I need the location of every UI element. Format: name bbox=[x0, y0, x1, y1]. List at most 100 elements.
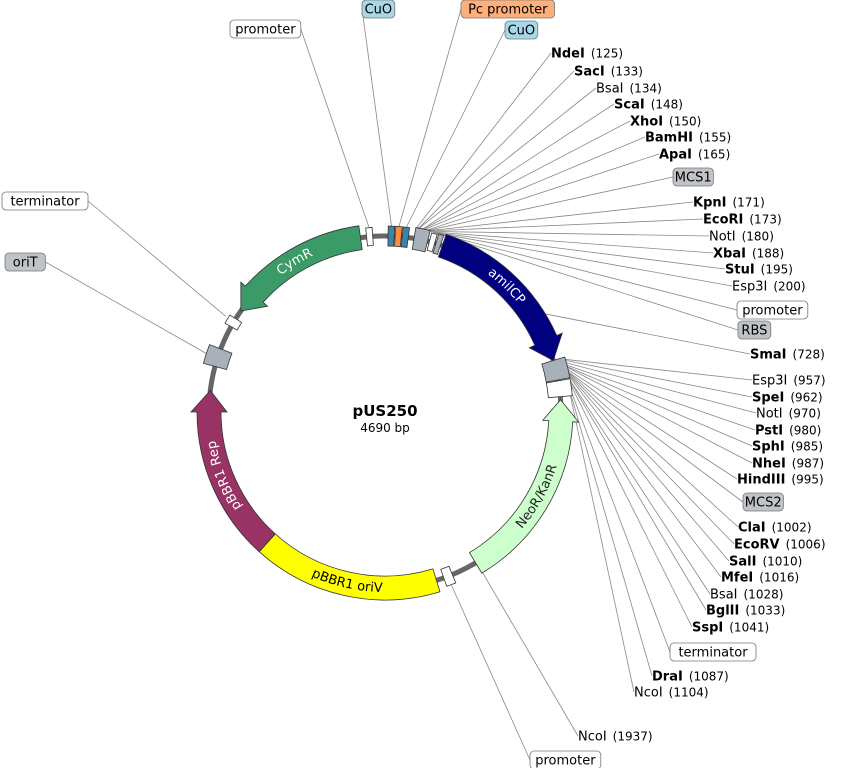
site-position: (180) bbox=[742, 230, 774, 244]
cuo-feature-2 bbox=[400, 226, 411, 248]
leader-line bbox=[569, 394, 635, 693]
site-name: NotI bbox=[756, 407, 783, 422]
label-sspi: SspI(1041) bbox=[692, 621, 769, 636]
site-label: Esp3I(957) bbox=[752, 374, 826, 389]
leader-line bbox=[434, 232, 738, 311]
label-esp3i: Esp3I(957) bbox=[752, 374, 826, 389]
leader-line bbox=[398, 8, 462, 227]
label-ncoi: NcoI(1937) bbox=[578, 730, 653, 745]
label-cuo: CuO bbox=[504, 20, 539, 40]
site-position: (1006) bbox=[786, 538, 826, 552]
site-label: NcoI(1937) bbox=[578, 730, 653, 745]
site-label: KpnI(171) bbox=[693, 196, 765, 211]
site-position: (1087) bbox=[689, 670, 729, 684]
label-box bbox=[229, 19, 302, 39]
rbs-feature bbox=[432, 233, 445, 255]
site-label: SspI(1041) bbox=[692, 621, 769, 636]
site-name: ScaI bbox=[614, 98, 645, 113]
site-label: Esp3I (200) bbox=[732, 280, 806, 295]
label-saci: SacI(133) bbox=[574, 65, 643, 80]
label-noti: NotI(970) bbox=[756, 407, 821, 422]
label-text: terminator bbox=[10, 195, 80, 210]
label-terminator: terminator bbox=[669, 642, 757, 662]
label-nhei: NheI(987) bbox=[752, 457, 824, 472]
site-name: EcoRV bbox=[734, 538, 780, 553]
leader-line bbox=[565, 369, 744, 503]
site-position: (173) bbox=[749, 213, 781, 227]
label-ndei: NdeI (125) bbox=[551, 47, 623, 62]
terminator-feature bbox=[224, 314, 243, 331]
oriT-feature bbox=[202, 344, 233, 371]
label-promoter: promoter bbox=[229, 19, 302, 39]
label-text: terminator bbox=[678, 646, 748, 661]
site-name: NcoI bbox=[634, 686, 663, 701]
site-name: HindIII bbox=[737, 473, 785, 488]
label-pc-promoter: Pc promoter bbox=[460, 0, 555, 19]
site-position: (985) bbox=[791, 440, 823, 454]
leader-line bbox=[45, 261, 209, 355]
oriv-label: pBBR1 oriV bbox=[310, 566, 383, 596]
label-bsai: BsaI(134) bbox=[596, 82, 662, 97]
label-box bbox=[504, 20, 539, 40]
site-position: (200) bbox=[773, 280, 805, 294]
site-label: EcoRI(173) bbox=[703, 213, 782, 228]
site-name: Esp3I bbox=[732, 280, 767, 295]
leader-line bbox=[415, 52, 552, 229]
leader-line bbox=[431, 231, 714, 254]
label-xbai: XbaI(188) bbox=[713, 247, 784, 262]
label-ecori: EcoRI(173) bbox=[703, 213, 782, 228]
site-position: (1033) bbox=[745, 604, 785, 618]
label-box bbox=[672, 167, 714, 187]
site-name: BamHI bbox=[645, 131, 693, 146]
site-label: XhoI(150) bbox=[630, 115, 701, 130]
site-position: (125) bbox=[591, 47, 623, 61]
leader-line bbox=[300, 28, 370, 227]
site-label: XbaI(188) bbox=[713, 247, 784, 262]
leader-line bbox=[567, 379, 693, 628]
label-orit: oriT bbox=[4, 252, 46, 272]
site-label: NheI(987) bbox=[752, 457, 824, 472]
leader-line bbox=[406, 29, 506, 228]
label-box bbox=[1, 191, 89, 211]
label-cuo: CuO bbox=[361, 0, 396, 19]
site-name: Esp3I bbox=[752, 374, 787, 389]
site-label: EcoRV (1006) bbox=[734, 538, 826, 553]
site-name: SspI bbox=[692, 621, 723, 636]
label-psti: PstI(980) bbox=[755, 424, 821, 439]
label-text: MCS1 bbox=[675, 171, 712, 186]
leader-line bbox=[565, 366, 753, 464]
label-box bbox=[742, 492, 784, 512]
site-name: StuI bbox=[725, 263, 755, 278]
label-box bbox=[460, 0, 555, 19]
label-clai: ClaI(1002) bbox=[738, 521, 812, 536]
label-text: oriT bbox=[13, 256, 38, 271]
site-name: XbaI bbox=[713, 247, 746, 262]
site-position: (1104) bbox=[669, 686, 709, 700]
site-label: SphI(985) bbox=[752, 440, 823, 455]
label-sphi: SphI(985) bbox=[752, 440, 823, 455]
label-spei: SpeI(962) bbox=[752, 391, 823, 406]
site-label: SacI(133) bbox=[574, 65, 643, 80]
site-label: PstI(980) bbox=[755, 424, 821, 439]
leader-line bbox=[565, 367, 738, 480]
mcs2-feature bbox=[541, 356, 571, 383]
label-text: CuO bbox=[365, 3, 393, 18]
site-name: PstI bbox=[755, 424, 783, 439]
leader-line bbox=[427, 201, 694, 232]
site-label: NotI(180) bbox=[709, 230, 774, 245]
site-label: MfeI(1016) bbox=[721, 571, 799, 586]
site-position: (1937) bbox=[613, 730, 653, 744]
site-name: BglII bbox=[706, 604, 739, 619]
label-box bbox=[736, 300, 809, 320]
site-name: KpnI bbox=[693, 196, 726, 211]
leader-line bbox=[423, 136, 646, 231]
site-label: NdeI (125) bbox=[551, 47, 623, 62]
site-position: (134) bbox=[630, 82, 662, 96]
site-name: NdeI bbox=[551, 47, 585, 62]
label-apai: ApaI(165) bbox=[659, 148, 730, 163]
label-smai: SmaI(728) bbox=[750, 348, 825, 363]
site-name: BsaI bbox=[710, 588, 738, 603]
label-box bbox=[4, 252, 46, 272]
leader-line bbox=[87, 200, 226, 317]
